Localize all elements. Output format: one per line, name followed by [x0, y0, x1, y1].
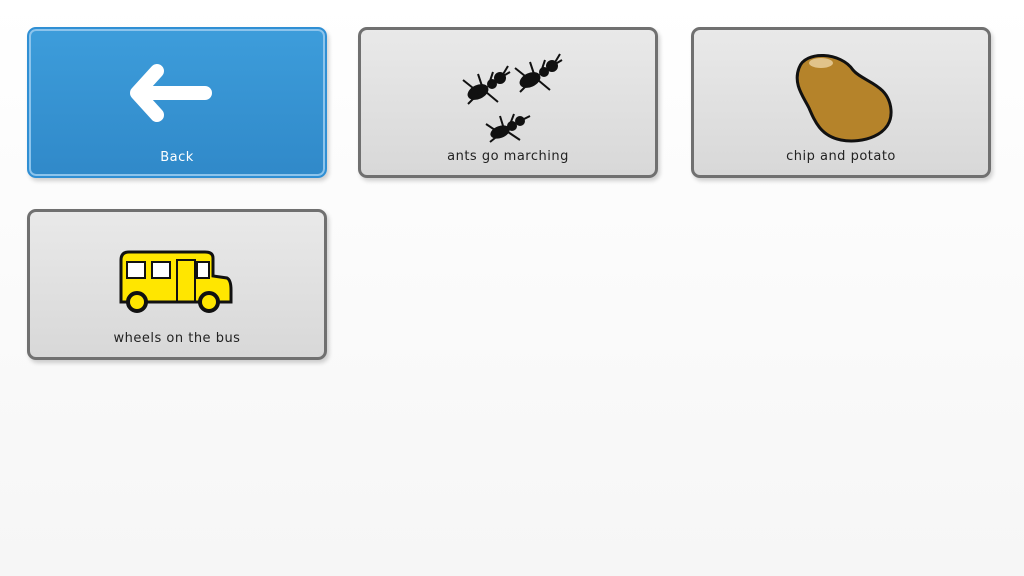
tile-chip-and-potato[interactable]: chip and potato	[691, 27, 991, 178]
tile-label: chip and potato	[786, 149, 896, 164]
bus-icon	[119, 250, 233, 313]
back-button[interactable]: Back	[27, 27, 327, 178]
ants-icon	[462, 53, 563, 143]
arrow-left-icon	[130, 64, 212, 122]
potato-icon	[795, 54, 893, 143]
tile-label: wheels on the bus	[113, 331, 241, 346]
tile-wheels-on-the-bus[interactable]: wheels on the bus	[27, 209, 327, 360]
tile-label: Back	[160, 150, 194, 165]
tile-ants-go-marching[interactable]: ants go marching	[358, 27, 658, 178]
tile-label: ants go marching	[447, 149, 569, 164]
